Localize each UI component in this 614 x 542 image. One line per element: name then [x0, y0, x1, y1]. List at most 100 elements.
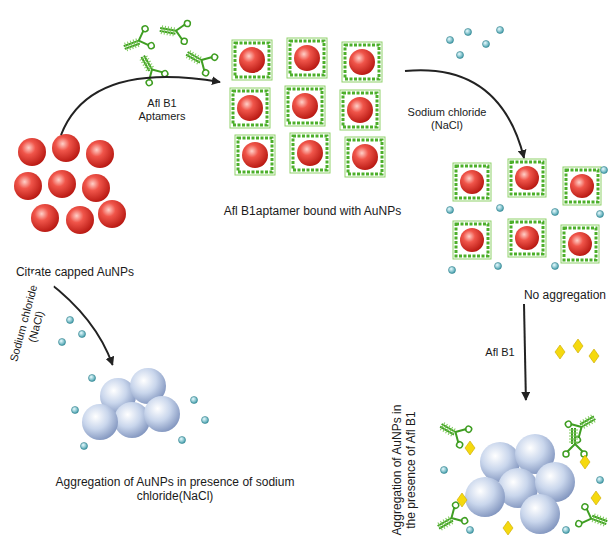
- nanoparticle: [349, 49, 375, 75]
- aptamer-shell: [288, 89, 322, 123]
- salt-ion: [483, 41, 490, 48]
- salt-ion: [552, 209, 559, 216]
- aptamer-shell: [235, 135, 275, 175]
- aptamer-shell: [564, 228, 596, 260]
- toxin: [503, 521, 513, 535]
- process-arrow: [61, 77, 220, 135]
- reagent-label: Afl B1: [477, 346, 523, 359]
- salt-ion: [191, 397, 198, 404]
- stage-caption: Afl B1aptamer bound with AuNPs: [220, 204, 405, 218]
- nanoparticle: [31, 204, 59, 232]
- aptamer-shell: [345, 45, 379, 79]
- aptamer: [432, 501, 469, 536]
- aptamer-shell: [508, 159, 546, 197]
- process-arrow: [47, 281, 113, 365]
- stage-panel: Aggregation of AuNPs in the presence of …: [380, 400, 608, 540]
- aptamer-shell: [511, 162, 543, 194]
- salt-ion: [441, 467, 448, 474]
- stage-panel: Citrate capped AuNPs: [5, 135, 145, 281]
- aptamer-shell: [343, 93, 377, 127]
- salt-ion: [601, 167, 608, 174]
- aptamer-shell: [342, 42, 382, 82]
- aptamer: [120, 25, 155, 57]
- aptamer-shell: [235, 43, 269, 77]
- nanoparticle: [14, 172, 42, 200]
- nanoparticle: [352, 144, 378, 170]
- aptamer-shell: [290, 133, 330, 173]
- nanoparticle: [294, 45, 320, 71]
- toxin: [591, 491, 601, 505]
- aptamer-shell: [345, 137, 385, 177]
- aptamer: [436, 414, 473, 449]
- salt-ion: [447, 37, 454, 44]
- nanoparticle: [82, 174, 110, 202]
- aptamer: [134, 50, 169, 87]
- aptamer-shell: [508, 219, 546, 257]
- nanoparticle: [297, 140, 323, 166]
- salt-ion: [79, 331, 86, 338]
- stage-panel: No aggregation: [440, 158, 608, 304]
- reagent-label: Sodium chloride (NaCl): [5, 273, 56, 376]
- salt-ion: [72, 407, 79, 414]
- nanoparticle: [52, 134, 80, 162]
- stage-caption: Aggregation of AuNPs in presence of sodi…: [48, 475, 303, 503]
- salt-ion: [457, 52, 464, 59]
- process-arrow: [524, 304, 526, 400]
- stage-panel: Aggregation of AuNPs in presence of sodi…: [45, 365, 305, 505]
- nanoparticle: [460, 170, 484, 194]
- salt-ion: [447, 207, 454, 214]
- salt-ion: [81, 443, 88, 450]
- nanoparticle: [239, 47, 265, 73]
- nanoparticle: [98, 200, 126, 228]
- aptamer: [158, 16, 191, 45]
- stage-caption: Citrate capped AuNPs: [5, 265, 145, 279]
- nanoparticle: [114, 402, 150, 438]
- nanoparticle: [568, 232, 592, 256]
- aptamer: [575, 503, 610, 535]
- reagent-label: Afl B1 Aptamers: [130, 97, 194, 123]
- salt-ion: [467, 527, 474, 534]
- nanoparticle: [18, 138, 46, 166]
- salt-ion: [59, 339, 66, 346]
- stage-caption: No aggregation: [446, 288, 606, 302]
- aptamer: [564, 409, 601, 444]
- stage-caption: Aggregation of AuNPs in the presence of …: [390, 400, 418, 540]
- salt-ion: [67, 317, 74, 324]
- salt-ion: [449, 267, 456, 274]
- nanoparticle: [292, 93, 318, 119]
- nanoparticle: [86, 140, 114, 168]
- nanoparticle: [347, 97, 373, 123]
- nanoparticle: [144, 396, 180, 432]
- toxin: [465, 441, 475, 455]
- nanoparticle: [570, 174, 594, 198]
- salt-ion: [497, 205, 504, 212]
- nanoparticle: [82, 404, 118, 440]
- salt-ion: [465, 29, 472, 36]
- nanoparticle: [66, 206, 94, 234]
- stage-panel: Afl B1aptamer bound with AuNPs: [220, 36, 405, 220]
- aptamer-shell: [230, 88, 270, 128]
- toxin: [555, 345, 565, 359]
- salt-ion: [563, 527, 570, 534]
- aptamer-shell: [293, 136, 327, 170]
- aptamer-shell: [453, 163, 491, 201]
- aptamer-shell: [233, 91, 267, 125]
- nanoparticle: [515, 226, 539, 250]
- reagent-label: Sodium chloride (NaCl): [397, 106, 497, 132]
- salt-ion: [597, 211, 604, 218]
- aptamer-shell: [285, 86, 325, 126]
- aptamer-shell: [290, 41, 324, 75]
- salt-ion: [495, 263, 502, 270]
- salt-ion: [497, 27, 504, 34]
- aptamer-shell: [232, 40, 272, 80]
- aptamer: [563, 428, 587, 457]
- toxin: [457, 493, 467, 507]
- aptamer-shell: [563, 167, 601, 205]
- nanoparticle: [237, 95, 263, 121]
- aptamer-shell: [511, 222, 543, 254]
- nanoparticle: [242, 142, 268, 168]
- nanoparticle: [520, 494, 560, 534]
- aptamer-shell: [340, 90, 380, 130]
- aptamer-shell: [456, 166, 488, 198]
- toxin: [573, 339, 583, 353]
